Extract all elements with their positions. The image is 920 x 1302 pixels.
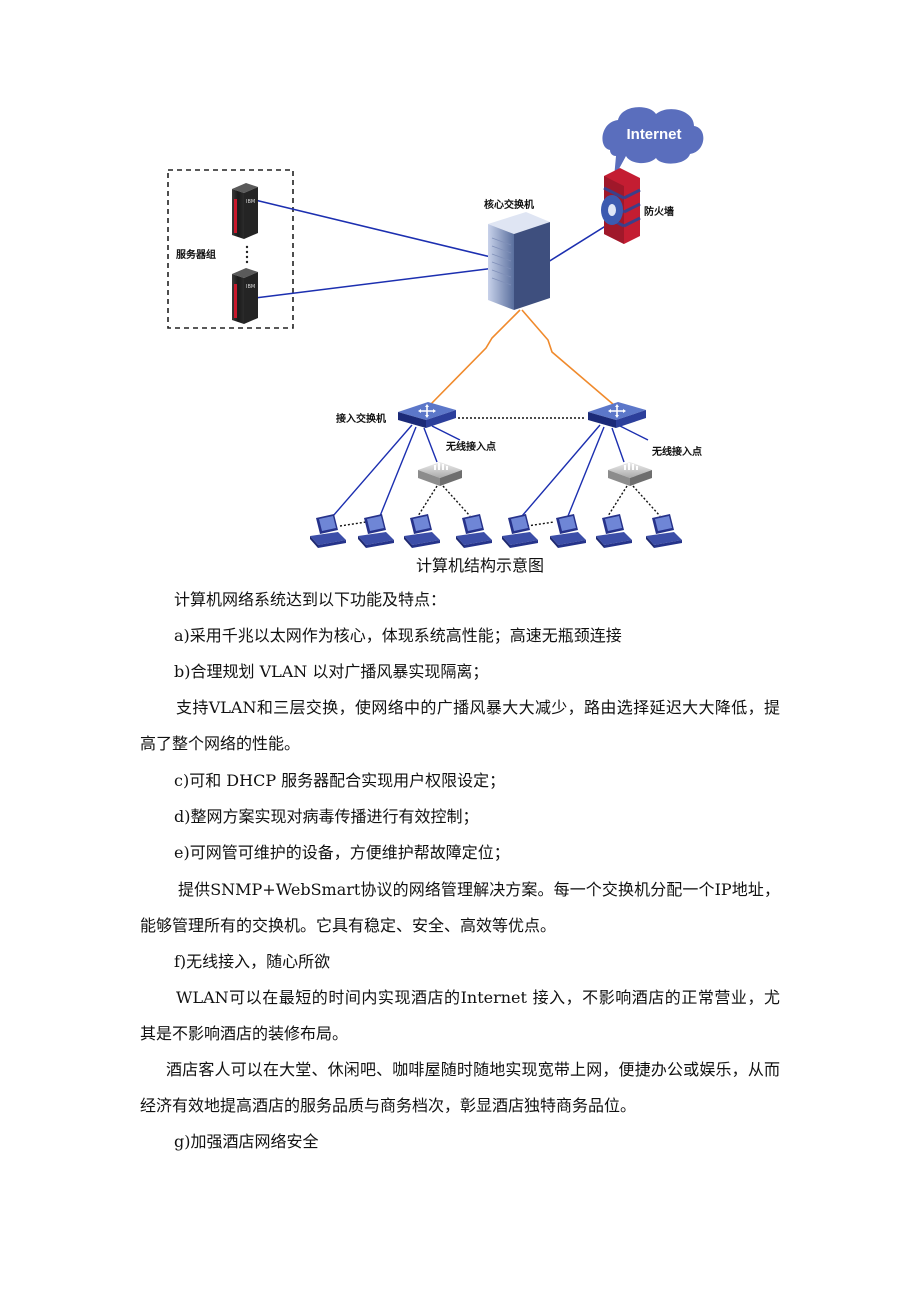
item-c: c)可和 DHCP 服务器配合实现用户权限设定； bbox=[174, 771, 506, 790]
pc-icon bbox=[550, 514, 586, 548]
pc-icon bbox=[502, 514, 538, 548]
wireless-ap-label: 无线接入点 bbox=[446, 442, 496, 453]
firewall-icon bbox=[601, 168, 641, 244]
item-b: b)合理规划 VLAN 以对广播风暴实现隔离； bbox=[174, 662, 489, 681]
item-b-detail: 支持VLAN和三层交换，使网络中的广播风暴大大减少，路由选择延迟大大降低，提高了… bbox=[140, 690, 780, 762]
access-links bbox=[332, 424, 649, 517]
wireless-ap-icon bbox=[418, 462, 462, 486]
uplink-links bbox=[429, 309, 615, 406]
access-switch-icon bbox=[397, 401, 457, 429]
server-icon: IBM bbox=[232, 183, 258, 239]
item-b-detail-text: 支持VLAN和三层交换，使网络中的广播风暴大大减少，路由选择延迟大大降低，提高了… bbox=[140, 698, 780, 753]
internet-label: Internet bbox=[626, 126, 681, 143]
wireless-ap-icon bbox=[608, 462, 652, 486]
access-switch-icon bbox=[587, 401, 647, 429]
pc-icon bbox=[646, 514, 682, 548]
trunk-links bbox=[254, 199, 613, 299]
wireless-ap-label: 无线接入点 bbox=[652, 447, 702, 458]
server-group-box bbox=[167, 169, 294, 329]
svg-text:IBM: IBM bbox=[246, 284, 255, 290]
item-a: a)采用千兆以太网作为核心，体现系统高性能；高速无瓶颈连接 bbox=[174, 626, 622, 645]
item-e: e)可网管可维护的设备，方便维护帮故障定位； bbox=[174, 843, 510, 862]
item-f-detail-2: 酒店客人可以在大堂、休闲吧、咖啡屋随时随地实现宽带上网，便捷办公或娱乐，从而经济… bbox=[140, 1052, 780, 1124]
firewall-label: 防火墙 bbox=[644, 207, 674, 218]
figure-caption: 计算机结构示意图 bbox=[415, 556, 544, 575]
pc-icon bbox=[358, 514, 394, 548]
pc-icon bbox=[596, 514, 632, 548]
access-switch-label: 接入交换机 bbox=[336, 414, 386, 425]
core-switch-label: 核心交换机 bbox=[484, 200, 534, 211]
item-f-detail-1: WLAN可以在最短的时间内实现酒店的Internet 接入，不影响酒店的正常营业… bbox=[140, 980, 780, 1052]
svg-text:IBM: IBM bbox=[246, 199, 255, 205]
pc-icon bbox=[456, 514, 492, 548]
intro-paragraph: 计算机网络系统达到以下功能及特点： bbox=[174, 590, 447, 609]
item-f: f)无线接入，随心所欲 bbox=[174, 952, 331, 971]
item-f-detail-2-text: 酒店客人可以在大堂、休闲吧、咖啡屋随时随地实现宽带上网，便捷办公或娱乐，从而经济… bbox=[140, 1060, 780, 1115]
network-diagram: IBM IBM Internet bbox=[167, 107, 704, 548]
wireless-links bbox=[339, 417, 661, 527]
internet-cloud-icon bbox=[602, 107, 704, 178]
pc-icon bbox=[404, 514, 440, 548]
item-f-detail-1-text: WLAN可以在最短的时间内实现酒店的Internet 接入，不影响酒店的正常营业… bbox=[140, 988, 780, 1043]
item-e-detail: 提供SNMP+WebSmart协议的网络管理解决方案。每一个交换机分配一个IP地… bbox=[140, 872, 780, 944]
item-d: d)整网方案实现对病毒传播进行有效控制； bbox=[174, 807, 479, 826]
server-icon: IBM bbox=[232, 268, 258, 324]
core-switch-icon bbox=[488, 212, 550, 310]
ellipsis-dots bbox=[245, 245, 249, 264]
item-e-detail-text: 提供SNMP+WebSmart协议的网络管理解决方案。每一个交换机分配一个IP地… bbox=[140, 880, 780, 935]
pc-icon bbox=[310, 514, 346, 548]
item-g: g)加强酒店网络安全 bbox=[174, 1132, 319, 1151]
server-group-label: 服务器组 bbox=[176, 250, 216, 261]
